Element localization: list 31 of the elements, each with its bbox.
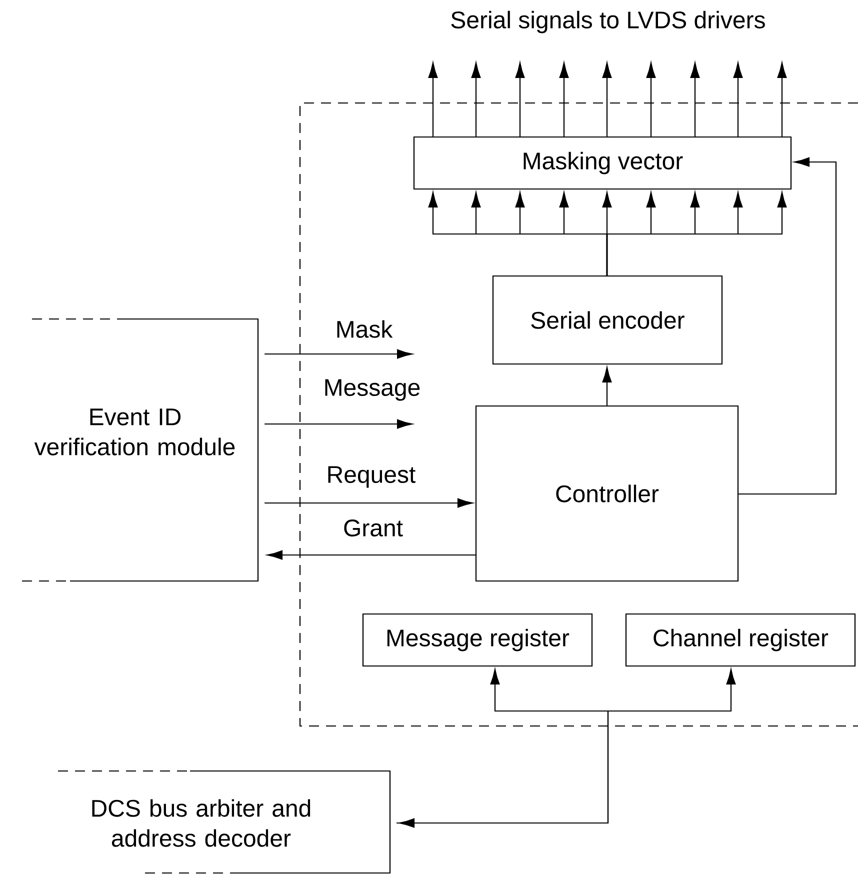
heading: Serial signals to LVDS drivers bbox=[451, 10, 765, 34]
arrow bbox=[264, 349, 413, 359]
arrow bbox=[399, 669, 609, 828]
arrow bbox=[515, 62, 525, 136]
arrow bbox=[264, 419, 413, 429]
arrow bbox=[602, 62, 612, 136]
process-box: Controller bbox=[475, 405, 739, 582]
module-box: Event ID verification module bbox=[22, 318, 259, 582]
arrow bbox=[602, 367, 612, 406]
arrow bbox=[733, 62, 743, 136]
dashed-boundary bbox=[299, 102, 858, 727]
arrow bbox=[396, 669, 736, 824]
process-box: Channel register bbox=[625, 613, 856, 667]
arrow bbox=[738, 157, 837, 495]
arrow bbox=[646, 62, 656, 136]
arrow bbox=[559, 62, 569, 136]
arrow bbox=[428, 62, 438, 136]
arrow bbox=[690, 62, 700, 136]
arrow bbox=[264, 498, 473, 508]
edge-label: Request bbox=[328, 466, 416, 488]
process-box: Serial encoder bbox=[492, 275, 723, 365]
process-box: Message register bbox=[362, 613, 593, 667]
arrow bbox=[777, 62, 787, 136]
module-box: DCS bus arbiter and address decoder bbox=[58, 770, 391, 874]
process-box: Masking vector bbox=[413, 136, 792, 190]
arrow bbox=[471, 62, 481, 136]
arrow bbox=[267, 550, 476, 560]
edge-label: Grant bbox=[344, 520, 403, 536]
edge-label: Message bbox=[325, 379, 420, 401]
edge-label: Mask bbox=[337, 320, 393, 338]
arrow bbox=[606, 192, 787, 276]
